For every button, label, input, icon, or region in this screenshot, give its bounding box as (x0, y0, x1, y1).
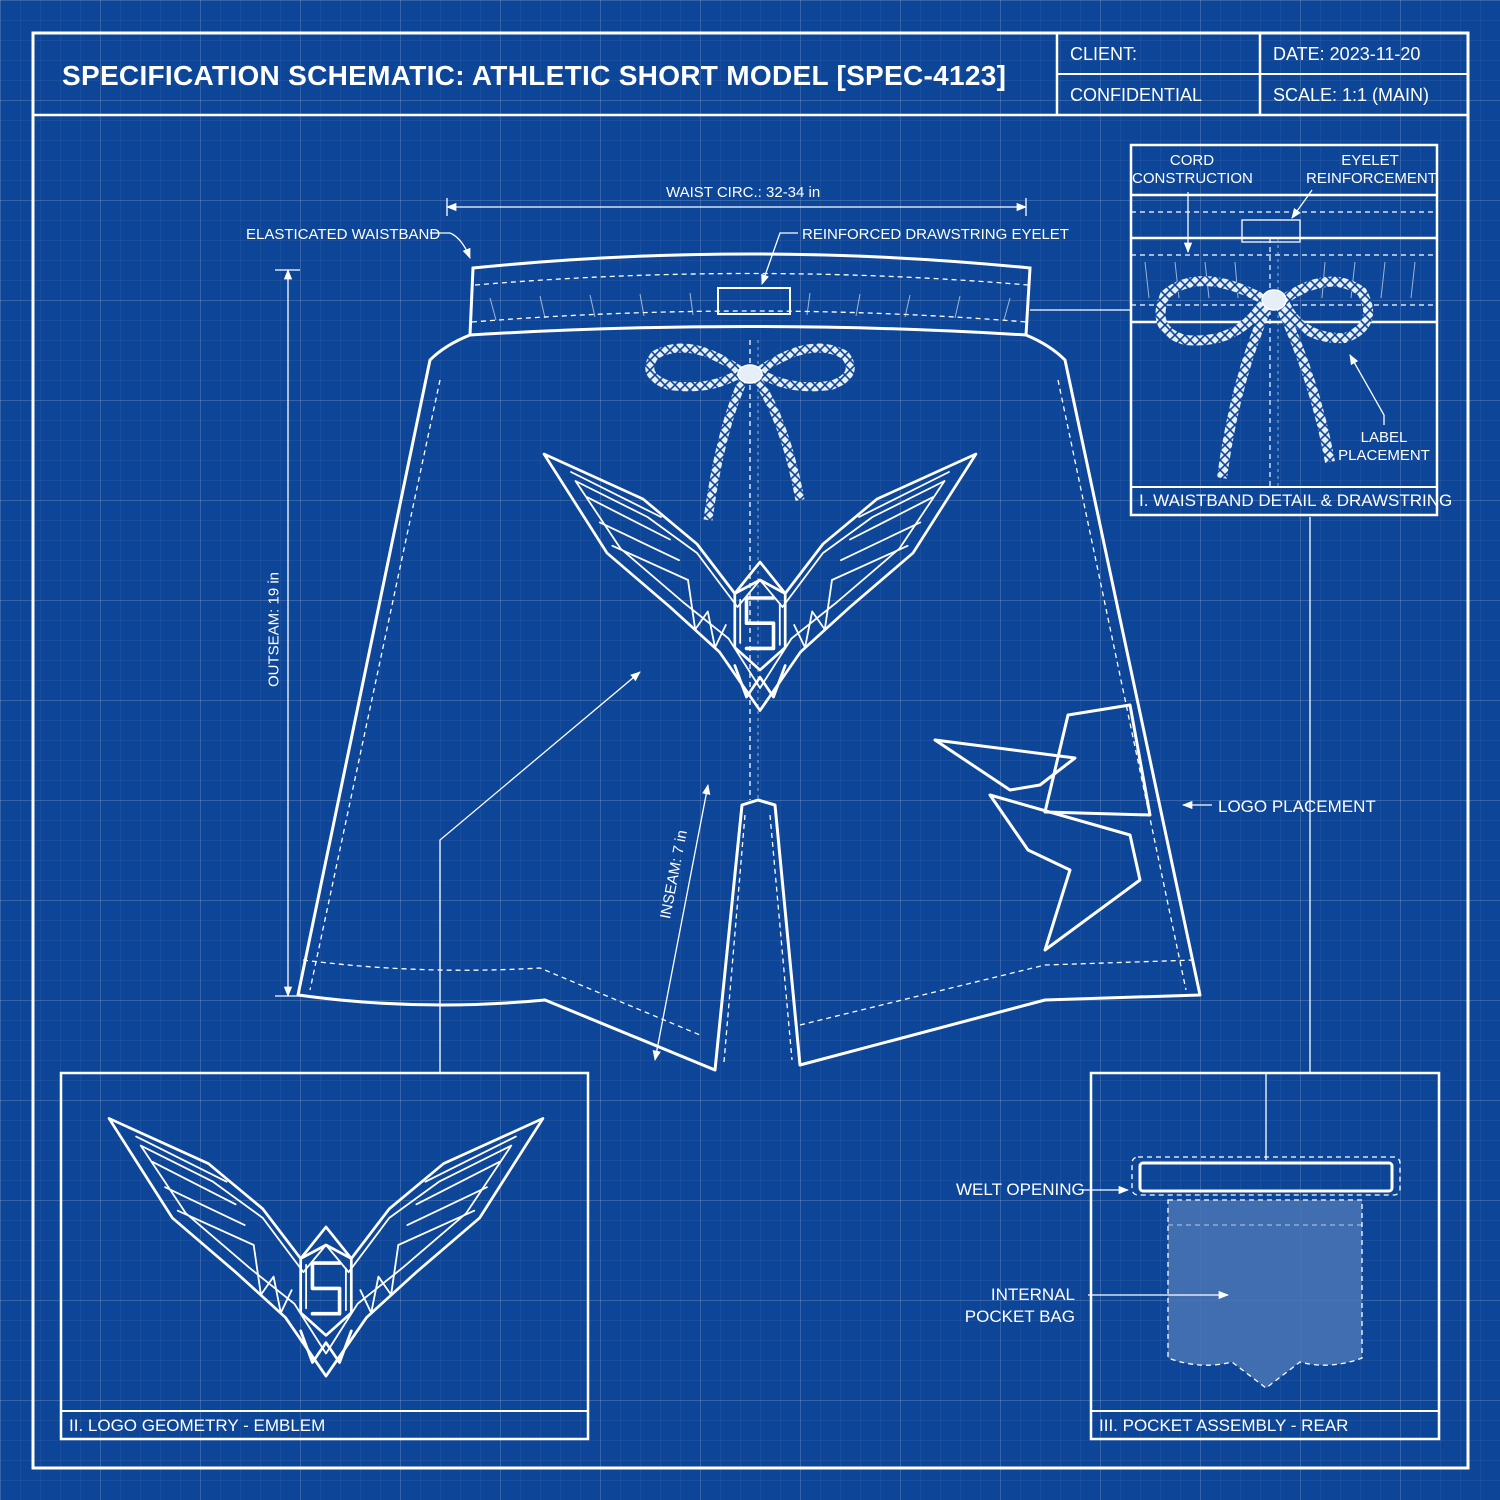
pocket-bag-label: INTERNAL POCKET BAG (955, 1284, 1075, 1328)
scale-field: SCALE: 1:1 (MAIN) (1273, 85, 1430, 105)
label-placement-line1: LABEL (1360, 429, 1408, 446)
eyelet-reinforcement-label: EYELET REINFORCEMENT (1306, 152, 1437, 188)
label-placement-line2: PLACEMENT (1338, 447, 1430, 464)
date-field: DATE: 2023-11-20 (1273, 44, 1421, 64)
cord-construction-label: CORD CONSTRUCTION (1132, 152, 1253, 188)
waistband-detail-caption: I. WAISTBAND DETAIL & DRAWSTRING (1139, 491, 1453, 510)
cord-label-line1: CORD (1169, 152, 1215, 169)
client-field: CLIENT: (1070, 44, 1138, 64)
logo-geometry-caption: II. LOGO GEOMETRY - EMBLEM (69, 1416, 326, 1435)
welt-opening-label: WELT OPENING (956, 1180, 1085, 1199)
eyelet-label-line2: REINFORCEMENT (1306, 170, 1437, 187)
logo-placement-callout: LOGO PLACEMENT (1218, 797, 1376, 816)
waist-dimension-label: WAIST CIRC.: 32-34 in (666, 184, 821, 201)
sheet-title: SPECIFICATION SCHEMATIC: ATHLETIC SHORT … (62, 60, 1007, 91)
confidential-label: CONFIDENTIAL (1070, 85, 1203, 105)
eyelet-label-line1: EYELET (1341, 152, 1399, 169)
pocket-bag-line2: POCKET BAG (964, 1307, 1075, 1326)
pocket-assembly-caption: III. POCKET ASSEMBLY - REAR (1099, 1416, 1349, 1435)
pocket-bag-line1: INTERNAL (990, 1285, 1075, 1304)
waistband-callout: ELASTICATED WAISTBAND (246, 226, 441, 243)
eyelet-callout: REINFORCED DRAWSTRING EYELET (802, 226, 1069, 243)
outseam-dimension-label: OUTSEAM: 19 in (265, 571, 283, 688)
label-placement-label: LABEL PLACEMENT (1338, 429, 1430, 465)
cord-label-line2: CONSTRUCTION (1132, 170, 1253, 187)
